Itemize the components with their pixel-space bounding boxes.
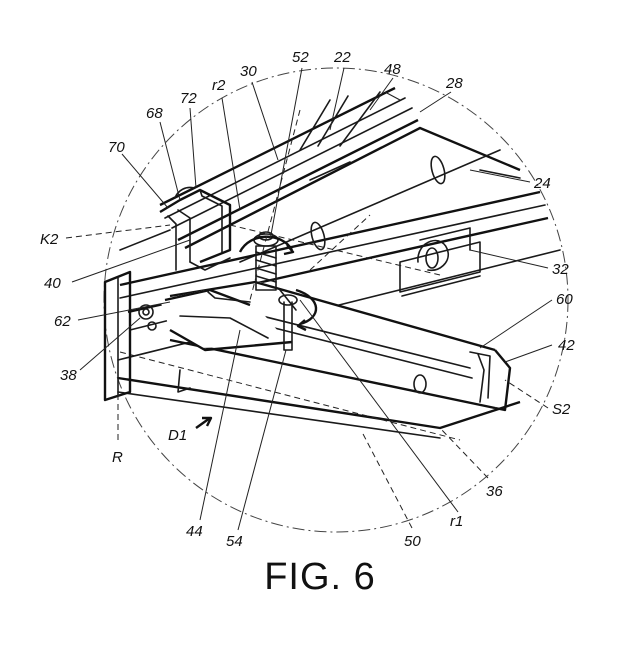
label-60: 60	[556, 291, 573, 308]
upper-rail	[120, 88, 418, 250]
label-24: 24	[533, 175, 551, 192]
hidden-line-b	[310, 215, 370, 270]
label-32: 32	[552, 261, 569, 278]
label-44: 44	[186, 523, 203, 540]
label-70: 70	[108, 139, 125, 156]
label-52: 52	[292, 49, 309, 66]
label-28: 28	[445, 75, 463, 92]
figure-caption: FIG. 6	[0, 556, 640, 599]
label-54: 54	[226, 533, 243, 550]
slot-block-32	[400, 228, 480, 296]
label-r2: r2	[212, 77, 226, 94]
label-30: 30	[240, 63, 257, 80]
label-22: 22	[333, 49, 351, 66]
label-D1: D1	[168, 427, 187, 444]
label-S2: S2	[552, 401, 571, 418]
label-38: 38	[60, 367, 77, 384]
label-62: 62	[54, 313, 71, 330]
label-68: 68	[146, 105, 163, 122]
rail-body-24	[120, 128, 548, 312]
label-72: 72	[180, 90, 197, 107]
label-36: 36	[486, 483, 503, 500]
label-50: 50	[404, 533, 421, 550]
label-R: R	[112, 449, 123, 466]
label-K2: K2	[40, 231, 59, 248]
label-42: 42	[558, 337, 575, 354]
label-48: 48	[384, 61, 401, 78]
label-40: 40	[44, 275, 61, 292]
label-r1: r1	[450, 513, 463, 530]
